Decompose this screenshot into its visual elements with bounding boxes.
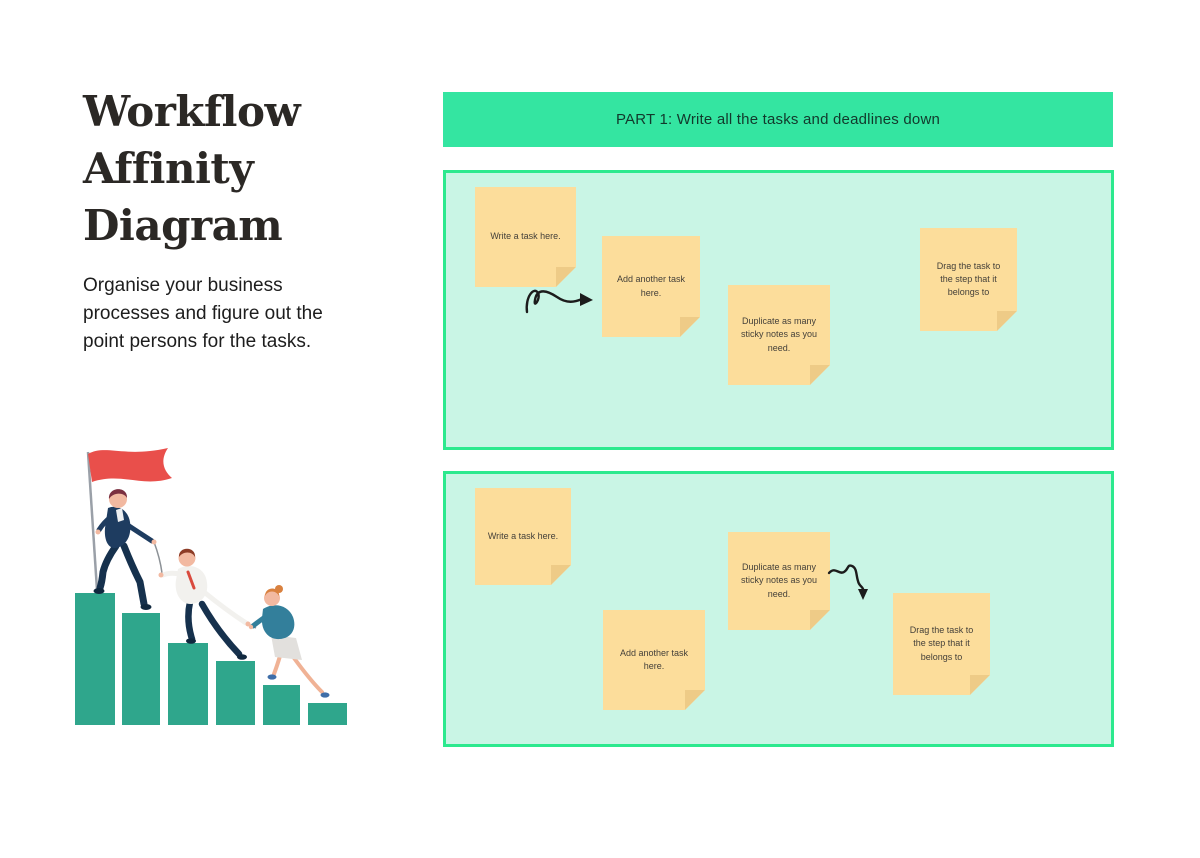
squiggle-arrow-right-icon [525, 289, 593, 314]
page-title-line: Affinity [83, 144, 254, 193]
sticky-note-add-task[interactable]: Add another task here. [603, 610, 705, 710]
sticky-note-write-task[interactable]: Write a task here. [475, 187, 576, 287]
page-description: Organise your business processes and fig… [83, 275, 323, 352]
sticky-note-text: Duplicate as many sticky notes as you ne… [740, 562, 818, 599]
team-climbing-bar-chart-icon [75, 448, 347, 725]
panel-1-canvas[interactable]: Write a task here. Add another task here… [443, 170, 1114, 450]
sticky-note-text: Add another task here. [619, 647, 689, 671]
page-title: Workflow Affinity Diagram [83, 83, 413, 254]
sticky-note-text: Write a task here. [490, 231, 561, 242]
part-1-banner: PART 1: Write all the tasks and deadline… [443, 92, 1113, 147]
sticky-note-text: Drag the task to the step that it belong… [936, 260, 1001, 298]
page-title-line: Workflow [83, 87, 301, 136]
sticky-note-write-task[interactable]: Write a task here. [475, 488, 571, 585]
panel-2-canvas[interactable]: Write a task here. Add another task here… [443, 471, 1114, 747]
sticky-note-text: Add another task here. [616, 274, 686, 298]
sticky-note-text: Duplicate as many sticky notes as you ne… [740, 316, 818, 353]
squiggle-arrow-down-icon [827, 564, 868, 600]
sticky-note-text: Drag the task to the step that it belong… [909, 625, 974, 662]
sticky-note-text: Write a task here. [487, 530, 559, 541]
part-1-banner-label: PART 1: Write all the tasks and deadline… [615, 111, 941, 128]
sticky-note-drag[interactable]: Drag the task to the step that it belong… [920, 228, 1017, 331]
page-title-line: Diagram [83, 201, 283, 250]
sticky-note-add-task[interactable]: Add another task here. [602, 236, 700, 337]
sticky-note-duplicate[interactable]: Duplicate as many sticky notes as you ne… [728, 532, 830, 630]
sticky-note-duplicate[interactable]: Duplicate as many sticky notes as you ne… [728, 285, 830, 385]
sticky-note-drag[interactable]: Drag the task to the step that it belong… [893, 593, 990, 695]
team-climbing-illustration [66, 442, 354, 730]
